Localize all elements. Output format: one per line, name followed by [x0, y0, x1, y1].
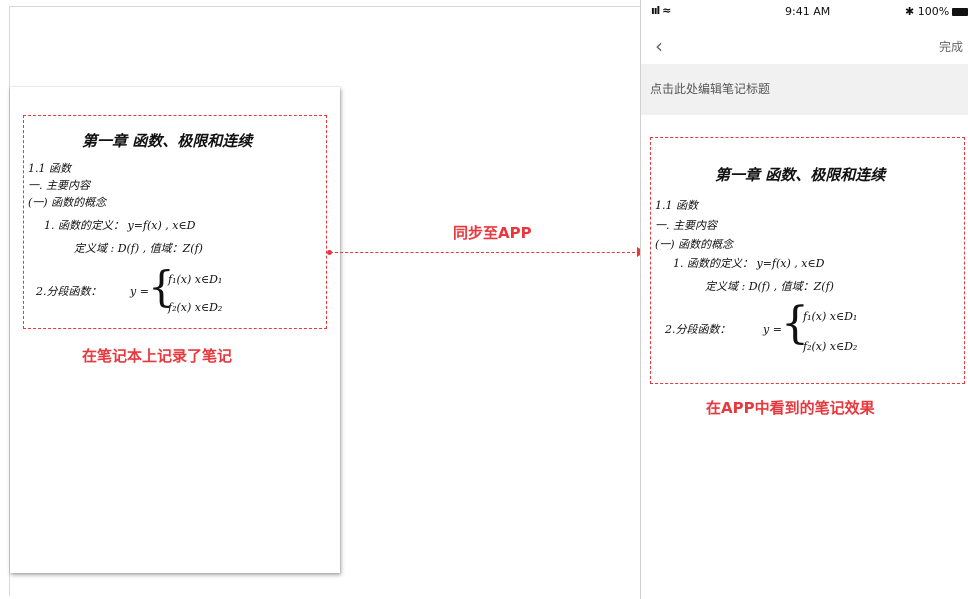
note-equation-label: y =	[130, 285, 149, 298]
brace-icon: {	[148, 262, 175, 311]
note-line: f₂(x) x∈D₂	[803, 340, 858, 353]
note-line: 定义域 : D(f) , 值域：Z(f)	[705, 280, 834, 293]
note-line: 2.分段函数：	[36, 285, 102, 298]
note-line: 2.分段函数：	[665, 323, 731, 336]
chevron-left-icon[interactable]: ‹	[655, 34, 663, 58]
note-line: 一. 主要内容	[28, 179, 90, 192]
note-line: f₁(x) x∈D₁	[803, 310, 858, 323]
note-title: 第一章 函数、极限和连续	[715, 166, 886, 184]
nav-bar: ‹ 完成	[641, 30, 968, 64]
battery-text: ✱ 100%	[905, 5, 950, 18]
app-note-area: 第一章 函数、极限和连续 1.1 函数 一. 主要内容 (一) 函数的概念 1.…	[650, 137, 965, 384]
battery-icon	[952, 7, 968, 16]
note-title-input[interactable]: 点击此处编辑笔记标题	[641, 64, 968, 115]
battery-indicator: ✱ 100%	[905, 5, 968, 18]
sync-arrow-start-dot	[327, 250, 332, 255]
notebook-caption: 在笔记本上记录了笔记	[82, 347, 233, 365]
phone-screen: ııl ≈ 9:41 AM ✱ 100% ‹ 完成 点击此处编辑笔记标题	[640, 0, 968, 599]
status-bar: ııl ≈ 9:41 AM ✱ 100%	[641, 0, 968, 22]
note-line: f₂(x) x∈D₂	[168, 301, 223, 314]
sync-caption: 同步至APP	[453, 224, 532, 242]
sync-arrow-line	[330, 252, 640, 253]
note-line: 一. 主要内容	[655, 219, 717, 232]
note-line: 1.1 函数	[655, 199, 698, 212]
note-equation-label: y =	[763, 323, 782, 336]
note-line: 1. 函数的定义： y=f(x) , x∈D	[673, 257, 825, 270]
app-caption: 在APP中看到的笔记效果	[706, 399, 875, 417]
note-line: (一) 函数的概念	[28, 196, 107, 209]
note-title: 第一章 函数、极限和连续	[82, 132, 253, 150]
note-line: (一) 函数的概念	[655, 238, 734, 251]
signal-wifi-icon: ııl ≈	[651, 4, 671, 17]
brace-icon: {	[781, 298, 809, 349]
status-time: 9:41 AM	[785, 5, 831, 18]
note-line: 1.1 函数	[28, 162, 71, 175]
note-line: 定义域 : D(f) , 值域：Z(f)	[74, 242, 203, 255]
note-line: 1. 函数的定义： y=f(x) , x∈D	[44, 219, 196, 232]
note-line: f₁(x) x∈D₁	[168, 273, 223, 286]
notebook-note-area: 第一章 函数、极限和连续 1.1 函数 一. 主要内容 (一) 函数的概念 1.…	[23, 115, 327, 329]
canvas-frame	[9, 6, 964, 596]
done-button[interactable]: 完成	[938, 40, 963, 54]
notebook-page	[10, 87, 340, 573]
